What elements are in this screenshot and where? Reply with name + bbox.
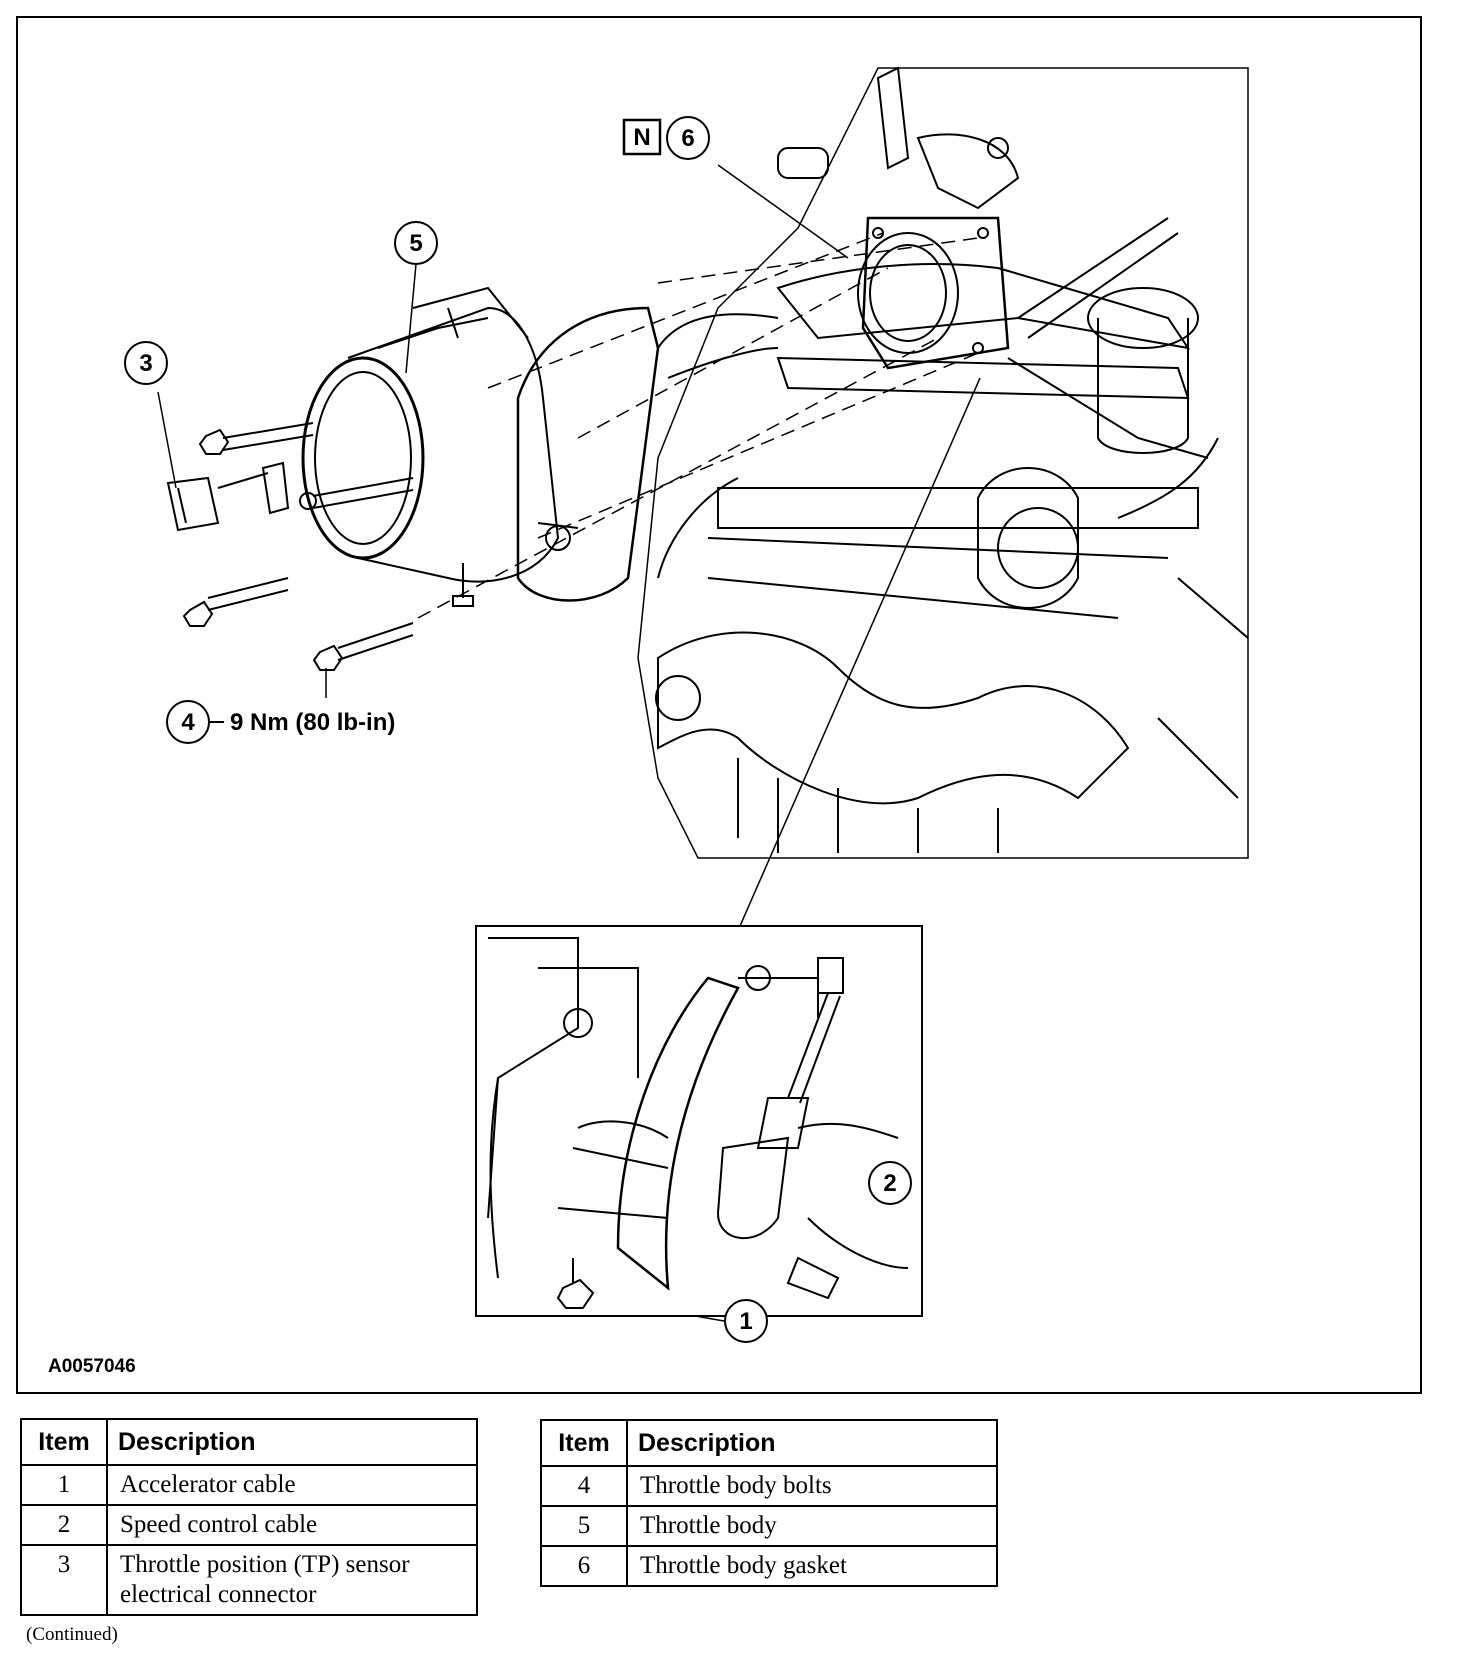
callout-label-3: 3 (139, 350, 152, 377)
callout-label-n: N (633, 124, 650, 151)
item-description-line: Throttle position (TP) sensor (120, 1551, 410, 1578)
engine-illustration: 5 3 4 9 Nm (80 lb-in) N 6 (124, 66, 1249, 1343)
callout-2: 2 (868, 1161, 912, 1205)
callout-1: 1 (724, 1299, 768, 1343)
header-description: Description (626, 1419, 998, 1467)
detail-inset: 2 1 (475, 925, 923, 1343)
alignment-lines (417, 232, 979, 619)
item-number: 2 (20, 1504, 108, 1546)
table-header-row: Item Description (20, 1418, 478, 1466)
table-row: 3 Throttle position (TP) sensor electric… (20, 1544, 478, 1616)
throttle-body-bolts (182, 422, 414, 671)
item-description-line: electrical connector (120, 1581, 317, 1608)
callout-6: 6 (666, 116, 710, 160)
callout-4: 4 (166, 700, 224, 744)
header-item: Item (540, 1419, 628, 1467)
item-description: Accelerator cable (106, 1464, 478, 1506)
item-number: 3 (20, 1544, 108, 1616)
item-description: Throttle body (626, 1505, 998, 1547)
table-row: 2 Speed control cable (20, 1504, 478, 1546)
throttle-body (301, 286, 660, 607)
item-description: Throttle position (TP) sensor electrical… (106, 1544, 478, 1616)
callout-label-1: 1 (739, 1308, 752, 1335)
item-description: Throttle body bolts (626, 1465, 998, 1507)
item-description: Speed control cable (106, 1504, 478, 1546)
callout-label-6: 6 (681, 125, 694, 152)
header-description: Description (106, 1418, 478, 1466)
callout-n-box: N (622, 118, 662, 156)
callout-3: 3 (124, 341, 168, 385)
cable-bracket-detail (487, 937, 909, 1309)
table-row: 5 Throttle body (540, 1505, 998, 1547)
parts-table-right: Item Description 4 Throttle body bolts 5… (540, 1419, 998, 1587)
leader-lines (157, 164, 981, 1322)
table-row: 6 Throttle body gasket (540, 1545, 998, 1587)
figure-id: A0057046 (48, 1356, 136, 1377)
engine-assembly (637, 66, 1249, 859)
torque-spec: 9 Nm (80 lb-in) (230, 709, 395, 736)
callout-label-4: 4 (181, 709, 195, 736)
table-header-row: Item Description (540, 1419, 998, 1467)
parts-table-left: Item Description 1 Accelerator cable 2 S… (20, 1418, 478, 1616)
illustration-frame: 5 3 4 9 Nm (80 lb-in) N 6 (16, 16, 1422, 1394)
table-row: 4 Throttle body bolts (540, 1465, 998, 1507)
table-row: 1 Accelerator cable (20, 1464, 478, 1506)
item-number: 4 (540, 1465, 628, 1507)
item-number: 1 (20, 1464, 108, 1506)
continued-note: (Continued) (26, 1624, 118, 1645)
item-number: 5 (540, 1505, 628, 1547)
item-description: Throttle body gasket (626, 1545, 998, 1587)
tp-sensor-connector (166, 461, 290, 532)
callout-5: 5 (394, 221, 438, 265)
callout-label-5: 5 (409, 230, 422, 257)
callout-label-2: 2 (883, 1170, 896, 1197)
item-number: 6 (540, 1545, 628, 1587)
header-item: Item (20, 1418, 108, 1466)
